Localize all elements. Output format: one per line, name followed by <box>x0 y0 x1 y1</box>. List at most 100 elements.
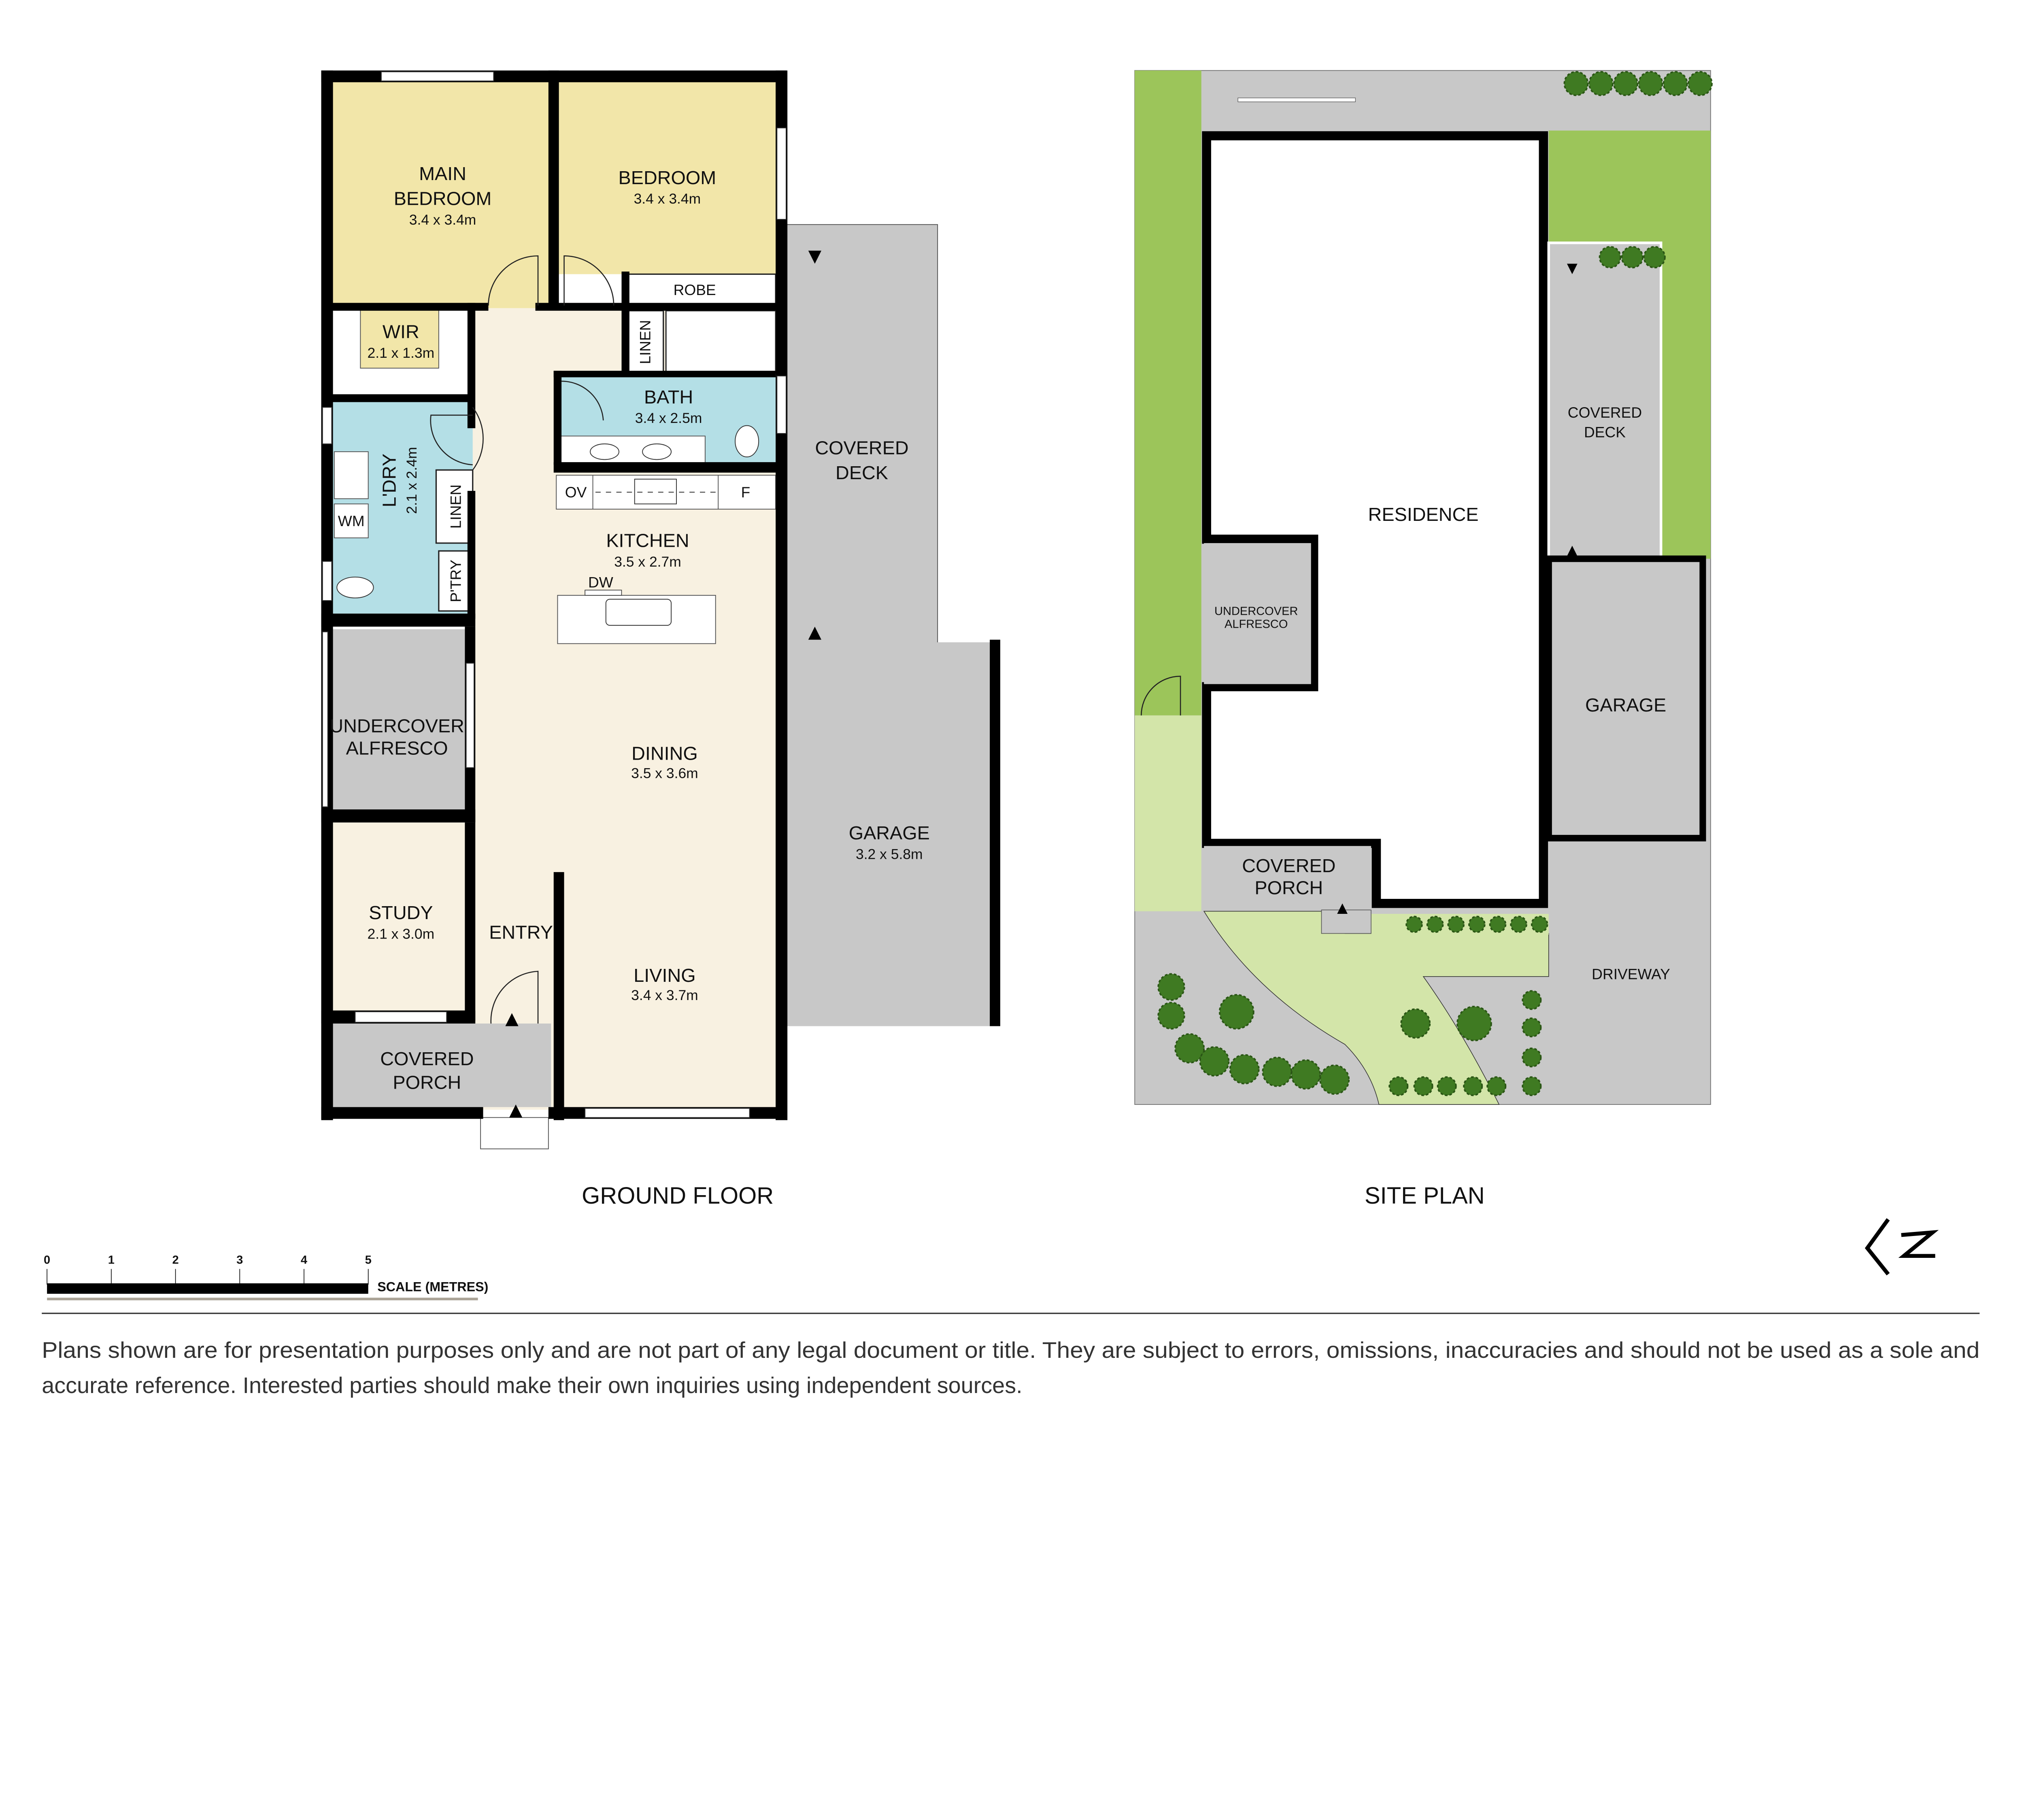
arrow-icon <box>1567 546 1578 556</box>
scale-tick-label: 1 <box>108 1254 115 1267</box>
site-garage <box>1545 555 1706 842</box>
tree-icon <box>1447 915 1465 933</box>
alfresco-label: ALFRESCO <box>346 738 448 759</box>
living-label: LIVING <box>634 965 695 986</box>
dining-label: DINING <box>631 743 698 764</box>
tree-icon <box>1489 915 1507 933</box>
dishwasher-label: DW <box>588 574 613 591</box>
tree-icon <box>1588 71 1614 96</box>
bedroom-size: 3.4 x 3.4m <box>634 191 701 207</box>
vanity <box>558 435 706 465</box>
tree-icon <box>1229 1054 1260 1085</box>
wir-size: 2.1 x 1.3m <box>368 345 435 361</box>
garage-label: GARAGE <box>849 822 930 843</box>
site-porch-label: COVERED <box>1242 855 1335 876</box>
tree-icon <box>1563 71 1589 96</box>
laundry-label: L'DRY <box>378 454 400 508</box>
entry-label: ENTRY <box>489 922 553 943</box>
residence-outline <box>1202 131 1548 908</box>
site-covered-deck <box>1547 241 1663 560</box>
robe-label: ROBE <box>674 281 716 298</box>
sink-icon <box>605 599 672 626</box>
windows <box>322 71 787 1118</box>
tree-icon <box>1688 71 1713 96</box>
living-size: 3.4 x 3.7m <box>631 987 698 1003</box>
trees <box>1157 71 1713 1096</box>
shower <box>665 310 776 374</box>
study-label: STUDY <box>369 902 433 923</box>
ground-floor-plan: MAIN BEDROOM 3.4 x 3.4m BEDROOM 3.4 x 3.… <box>321 70 1000 1209</box>
tree-icon <box>1510 915 1527 933</box>
tree-icon <box>1531 915 1548 933</box>
porch-label: COVERED <box>380 1048 474 1069</box>
tree-icon <box>1643 246 1666 269</box>
basin-icon <box>590 443 620 460</box>
arrow-icon <box>1337 903 1348 914</box>
site-covered-porch <box>1204 846 1371 906</box>
entry-arrow-icon <box>509 1104 523 1118</box>
basin-icon <box>642 443 672 460</box>
side-path <box>1135 715 1201 911</box>
scale-tick-label: 5 <box>365 1254 372 1267</box>
north-arrow-icon <box>1865 1218 1939 1276</box>
site-plan-title: SITE PLAN <box>1365 1183 1485 1209</box>
tree-icon <box>1174 1033 1205 1064</box>
tree-icon <box>1437 1076 1457 1096</box>
residence-label: RESIDENCE <box>1368 504 1479 525</box>
tree-icon <box>1456 1006 1492 1041</box>
oven-label: OV <box>565 484 587 501</box>
pantry-box <box>438 550 474 612</box>
door-swings <box>430 255 614 1024</box>
site-garage-label: GARAGE <box>1585 694 1666 716</box>
fridge-label: F <box>741 484 750 501</box>
driveway-label: DRIVEWAY <box>1592 965 1670 982</box>
tree-icon <box>1400 1008 1431 1039</box>
porch-label: PORCH <box>393 1072 461 1093</box>
site-deck-label: DECK <box>1584 424 1626 441</box>
site-alfresco-label: ALFRESCO <box>1225 618 1288 631</box>
main-bedroom-size: 3.4 x 3.4m <box>409 212 476 228</box>
side-lawn <box>1135 70 1201 716</box>
tree-icon <box>1621 246 1643 269</box>
covered-deck-floor <box>785 224 938 646</box>
wir-label: WIR <box>383 321 419 342</box>
tree-icon <box>1199 1046 1230 1077</box>
linen-label: LINEN <box>636 320 653 364</box>
ground-floor-title: GROUND FLOOR <box>582 1183 774 1209</box>
tree-icon <box>1522 990 1542 1010</box>
site-deck-label: COVERED <box>1568 404 1642 421</box>
scale-tick-label: 0 <box>44 1254 50 1267</box>
wm-box <box>334 503 369 538</box>
tree-icon <box>1463 1076 1483 1096</box>
porch-floor <box>326 1024 551 1107</box>
covered-deck-label: COVERED <box>815 437 908 459</box>
scale-tick-label: 2 <box>172 1254 179 1267</box>
scale-bar-fill <box>47 1283 368 1294</box>
garage-floor <box>786 642 993 1026</box>
tree-icon <box>1522 1017 1542 1038</box>
study-size: 2.1 x 3.0m <box>368 926 435 942</box>
tree-icon <box>1291 1059 1321 1090</box>
tree-icon <box>1522 1076 1542 1096</box>
wm-label: WM <box>338 512 365 529</box>
scale-tick-label: 4 <box>301 1254 307 1267</box>
site-porch-steps <box>1321 909 1371 934</box>
arrow-icon <box>1567 263 1578 274</box>
site-alfresco-label: UNDERCOVER <box>1214 605 1298 618</box>
linen-laundry-label: LINEN <box>447 484 464 529</box>
bath-label: BATH <box>644 387 693 408</box>
tree-icon <box>1218 994 1254 1030</box>
tree-icon <box>1599 246 1622 269</box>
alfresco-floor <box>326 629 465 812</box>
scale-tick-label: 3 <box>236 1254 243 1267</box>
main-bedroom-label: MAIN <box>419 163 466 184</box>
bedroom-label: BEDROOM <box>619 167 716 188</box>
tree-icon <box>1638 71 1663 96</box>
kitchen-label: KITCHEN <box>606 530 689 551</box>
tree-icon <box>1388 1076 1409 1096</box>
site-undercover-alfresco <box>1204 543 1311 684</box>
tree-icon <box>1663 71 1688 96</box>
covered-deck-label: DECK <box>836 462 888 483</box>
dining-size: 3.5 x 3.6m <box>631 765 698 782</box>
